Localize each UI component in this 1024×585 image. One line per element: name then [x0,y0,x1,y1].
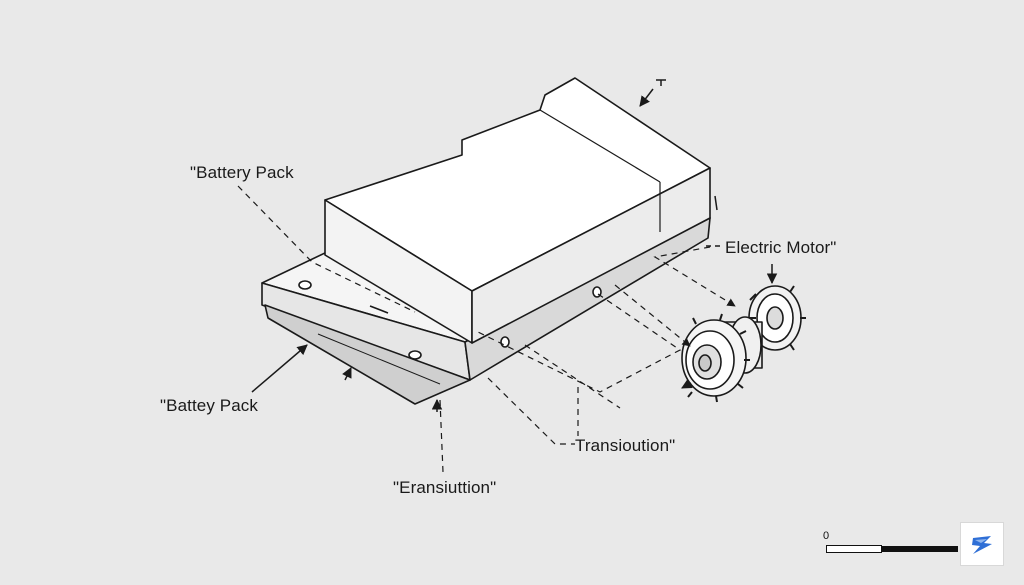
mount-hole-right [408,350,422,360]
electric-motor [748,285,806,351]
scale-bar [826,545,958,553]
arrows [251,79,778,412]
label-battery-pack-top: "Battery Pack [190,163,294,182]
logo-badge [960,522,1004,566]
label-transmission-bottom: "Eransiuttion" [393,478,497,497]
lightning-bolt-logo-icon [972,536,992,554]
leader-lines [237,185,736,473]
label-transmission-right: Transioution" [575,436,676,455]
mount-hole-left [298,280,312,290]
scale-bar-black-segment [881,546,958,552]
label-electric-motor: Electric Motor" [725,238,837,257]
scale-bar-white-segment [826,545,882,553]
scale-zero-label: 0 [823,530,830,542]
transmission-unit [681,313,763,403]
label-battery-pack-bottom: "Battey Pack [160,396,258,415]
battery-pack-box [324,77,711,344]
